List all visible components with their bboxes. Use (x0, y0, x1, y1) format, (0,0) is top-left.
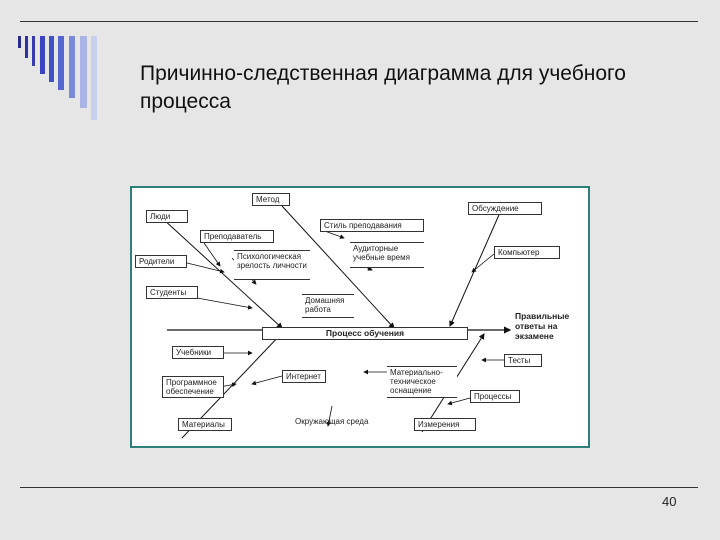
spine-label: Процесс обучения (262, 327, 468, 340)
bone-method (281, 205, 395, 329)
bottom-rule (20, 487, 698, 488)
sub-computer (471, 253, 495, 273)
cause-processes: Процессы (470, 390, 520, 403)
cause-textbooks: Учебники (172, 346, 224, 359)
cause-environment: Окружающая среда (295, 417, 369, 426)
cause-tests: Тесты (504, 354, 542, 367)
cause-psych-maturity: Психологическая зрелость личности (234, 250, 310, 280)
sub-students (196, 297, 253, 310)
cause-students: Студенты (146, 286, 198, 299)
cause-measurements: Измерения (414, 418, 476, 431)
fishbone-diagram: Метод Люди Преподаватель Стиль преподава… (130, 186, 590, 448)
sub-environment (326, 405, 333, 427)
cause-teacher: Преподаватель (200, 230, 274, 243)
slide-title: Причинно-следственная диаграмма для учеб… (140, 62, 626, 113)
cause-method: Метод (252, 193, 290, 206)
cause-software: Программное обеспечение (162, 376, 224, 398)
page-number: 40 (662, 494, 677, 509)
sub-teacher (201, 239, 221, 267)
cause-materials: Материалы (178, 418, 232, 431)
decorative-bars-logo (18, 36, 97, 120)
cause-internet: Интернет (282, 370, 326, 383)
top-rule (20, 21, 698, 22)
cause-auditorium-time: Аудиторные учебные время (350, 242, 424, 268)
cause-teaching-style: Стиль преподавания (320, 219, 424, 232)
sub-internet (251, 375, 283, 386)
sub-parents (186, 262, 225, 274)
bone-discussion (449, 207, 503, 327)
cause-equipment: Материально-техническое оснащение (387, 366, 457, 398)
cause-discussion: Обсуждение (468, 202, 542, 215)
sub-processes (447, 397, 471, 406)
effect-label: Правильные ответы на экзамене (515, 311, 570, 341)
cause-computer: Компьютер (494, 246, 560, 259)
cause-parents: Родители (135, 255, 187, 268)
cause-people: Люди (146, 210, 188, 223)
cause-homework: Домашняя работа (302, 294, 354, 318)
